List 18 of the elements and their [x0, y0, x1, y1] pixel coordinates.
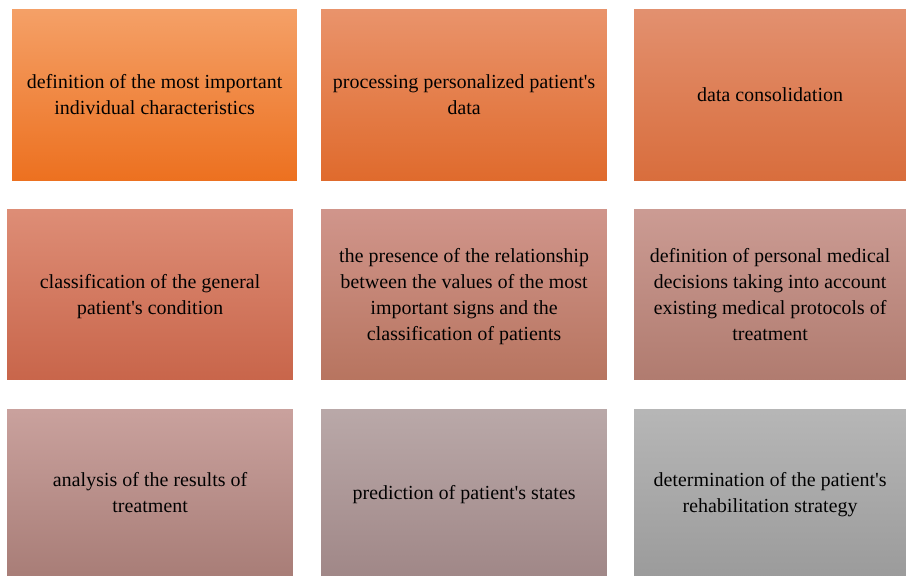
box-label: prediction of patient's states	[352, 480, 576, 506]
process-box	[7, 409, 293, 576]
box-label: data consolidation	[696, 83, 844, 108]
box-label: definition of personal medical decisions taking into account existing medical protocols of treatment	[648, 244, 892, 346]
process-box	[634, 409, 906, 576]
process-box	[321, 9, 607, 181]
box-label: definition of the most important individual characteristics	[26, 70, 284, 121]
process-box	[321, 409, 607, 576]
process-box	[12, 9, 297, 181]
box-label: the presence of the relationship between the values of the most important signs and the classification of patients	[338, 244, 590, 346]
process-box	[634, 209, 906, 380]
process-box	[321, 209, 607, 380]
box-label: determination of the patient's rehabilitation strategy	[652, 468, 888, 518]
process-box	[7, 209, 293, 380]
box-label: classification of the general patient's condition	[38, 270, 262, 320]
box-label: processing personalized patient's data	[332, 70, 596, 121]
process-box	[634, 9, 906, 181]
box-label: analysis of the results of treatment	[52, 468, 248, 518]
